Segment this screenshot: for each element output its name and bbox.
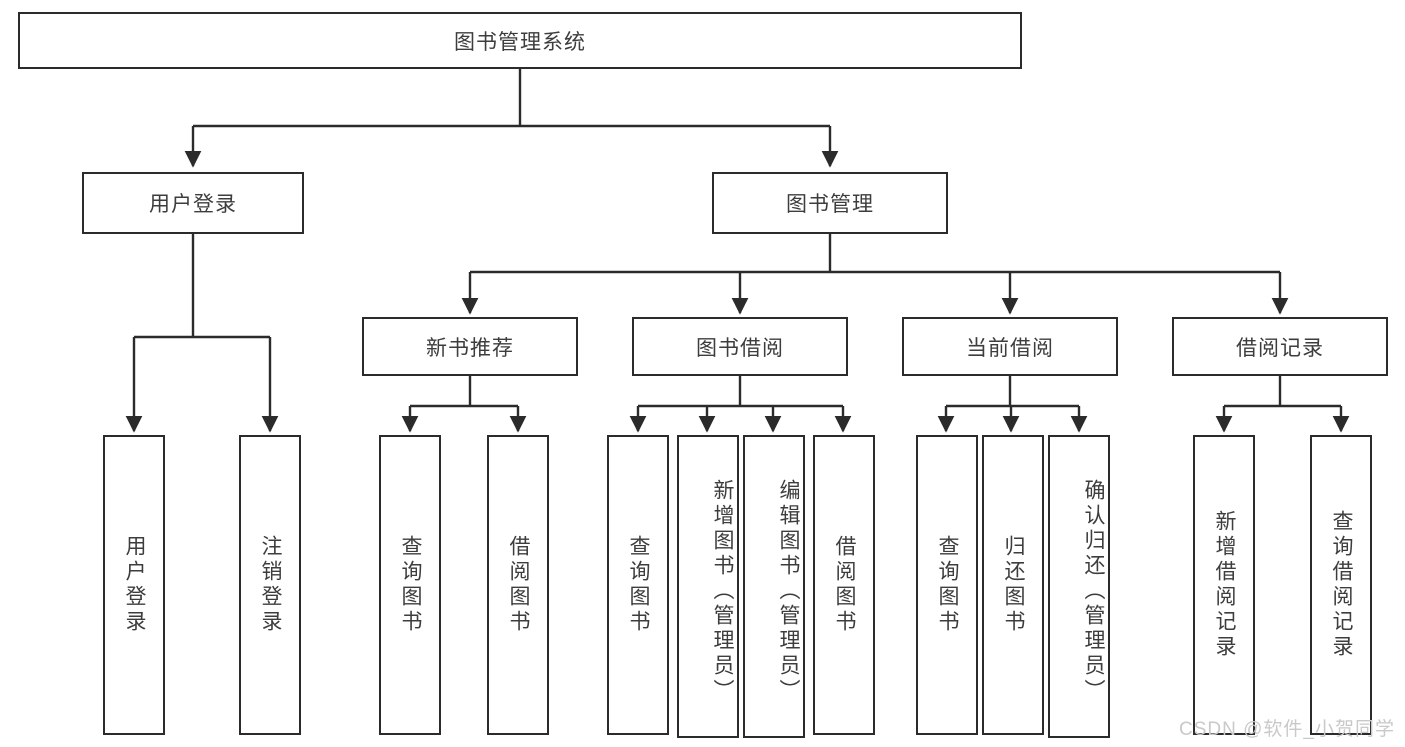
- leaf-query-book-borrow[interactable]: 查询图书: [607, 435, 669, 735]
- node-label: 图书管理: [786, 193, 874, 216]
- node-borrow-record[interactable]: 借阅记录: [1172, 317, 1388, 376]
- node-root-system[interactable]: 图书管理系统: [18, 12, 1022, 69]
- node-label: 借阅图书: [507, 535, 530, 635]
- node-label: 查询图书: [399, 535, 422, 635]
- leaf-logout[interactable]: 注销登录: [239, 435, 301, 735]
- node-label: 查询借阅记录: [1330, 510, 1353, 660]
- node-user-login-group[interactable]: 用户登录: [82, 172, 304, 234]
- node-label: 新增借阅记录: [1213, 510, 1236, 660]
- node-label: 确认归还（管理员）: [1082, 479, 1105, 704]
- node-label: 编辑图书（管理员）: [777, 479, 800, 704]
- leaf-add-book-admin[interactable]: 新增图书（管理员）: [677, 435, 739, 738]
- leaf-query-borrow-record[interactable]: 查询借阅记录: [1310, 435, 1372, 735]
- leaf-return-book[interactable]: 归还图书: [982, 435, 1044, 735]
- node-current-borrow[interactable]: 当前借阅: [902, 317, 1118, 376]
- node-label: 用户登录: [123, 535, 146, 635]
- leaf-query-book-recommend[interactable]: 查询图书: [379, 435, 441, 735]
- node-label: 借阅记录: [1236, 336, 1324, 360]
- node-label: 当前借阅: [966, 336, 1054, 360]
- leaf-borrow-book[interactable]: 借阅图书: [813, 435, 875, 735]
- node-label: 用户登录: [149, 193, 237, 216]
- node-new-book-recommend[interactable]: 新书推荐: [362, 317, 578, 376]
- node-book-borrow[interactable]: 图书借阅: [632, 317, 848, 376]
- node-label: 图书管理系统: [454, 30, 586, 54]
- leaf-borrow-book-recommend[interactable]: 借阅图书: [487, 435, 549, 735]
- watermark: CSDN @软件_小贺同学: [1179, 719, 1395, 740]
- node-label: 查询图书: [627, 535, 650, 635]
- node-label: 新书推荐: [426, 336, 514, 360]
- leaf-confirm-return-admin[interactable]: 确认归还（管理员）: [1048, 435, 1110, 738]
- leaf-add-borrow-record[interactable]: 新增借阅记录: [1193, 435, 1255, 735]
- node-label: 新增图书（管理员）: [711, 479, 734, 704]
- node-label: 图书借阅: [696, 336, 784, 360]
- node-label: 归还图书: [1002, 535, 1025, 635]
- node-label: 查询图书: [936, 535, 959, 635]
- leaf-edit-book-admin[interactable]: 编辑图书（管理员）: [743, 435, 805, 738]
- leaf-query-book-current[interactable]: 查询图书: [916, 435, 978, 735]
- node-book-management-group[interactable]: 图书管理: [712, 172, 948, 234]
- node-label: 借阅图书: [833, 535, 856, 635]
- node-label: 注销登录: [259, 535, 282, 635]
- leaf-user-login[interactable]: 用户登录: [103, 435, 165, 735]
